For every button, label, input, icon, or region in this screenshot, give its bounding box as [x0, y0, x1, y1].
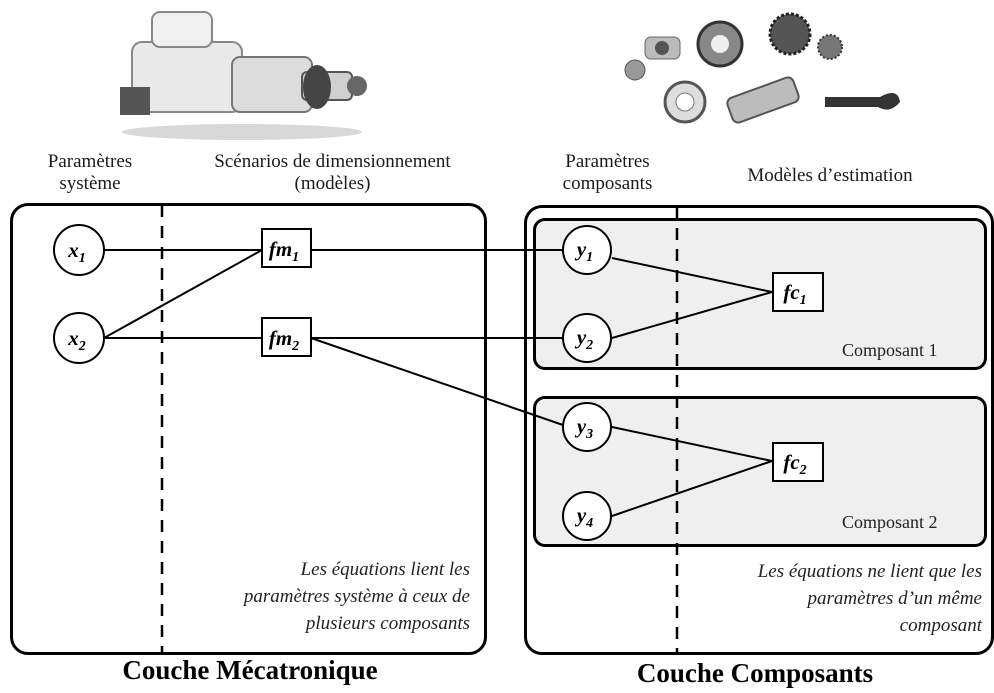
starter-motor-image [120, 11, 367, 140]
edge-x2-fm1 [103, 249, 263, 339]
node-x1-label: x1 [67, 238, 86, 266]
bearing-icon [644, 36, 681, 60]
header-component-params: Paramètres composants [562, 151, 653, 194]
mechanical-components-image [624, 12, 900, 124]
note-mechatronic: Les équations lient les paramètres systè… [243, 559, 470, 634]
edge-y3-fc2 [611, 426, 773, 462]
node-y3-label: y3 [574, 414, 593, 442]
component-2-label: Composant 2 [842, 512, 938, 532]
node-y2 [562, 313, 612, 363]
node-y1-label: y1 [574, 237, 593, 265]
node-y3 [562, 402, 612, 452]
layer-title-mechatronic: Couche Mécatronique [122, 655, 378, 685]
node-x2-label: x2 [67, 326, 86, 354]
node-y4 [562, 491, 612, 541]
node-fc2-label: fc2 [783, 450, 806, 478]
node-fm1 [261, 228, 312, 268]
edge-y4-fc2 [611, 460, 773, 517]
node-fm1-label: fm1 [269, 237, 299, 265]
edge-fm2-y3 [310, 337, 564, 426]
layer-title-components: Couche Composants [636, 658, 874, 688]
node-fc2 [772, 442, 824, 482]
edges [103, 249, 773, 517]
component-1-label: Composant 1 [842, 340, 938, 360]
header-estimation-models: Modèles d’estimation [747, 165, 913, 186]
node-y4-label: y4 [574, 503, 593, 531]
edge-y2-fc1 [611, 291, 773, 339]
edge-y1-fc1 [611, 257, 773, 293]
node-fm2-label: fm2 [269, 326, 299, 354]
component-layer-box [524, 205, 994, 655]
header-system-params: Paramètres système [47, 151, 133, 194]
node-x1 [53, 224, 105, 276]
node-y2-label: y2 [574, 325, 593, 353]
node-fm2 [261, 317, 312, 357]
node-y1 [562, 225, 612, 275]
node-fc1 [772, 272, 824, 312]
node-fc1-label: fc1 [783, 280, 806, 308]
node-x2 [53, 312, 105, 364]
mechatronic-layer-box [10, 203, 487, 655]
header-scenarios: Scénarios de dimensionnement (modèles) [214, 151, 451, 194]
note-components: Les équations ne lient que les paramètre… [757, 561, 982, 636]
